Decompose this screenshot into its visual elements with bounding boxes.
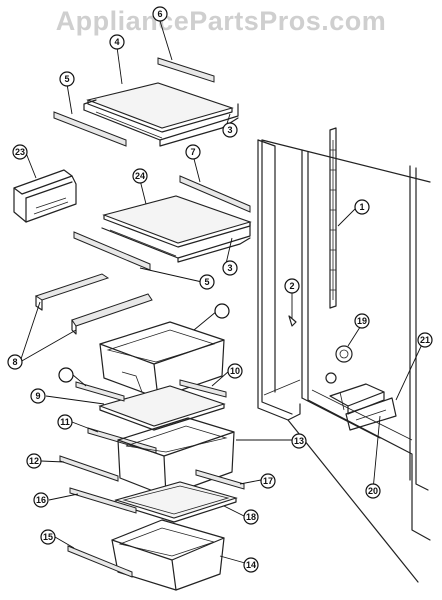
svg-text:8: 8 (12, 357, 17, 367)
bracket-21 (13, 169, 77, 223)
callout-9: 10 (227, 363, 243, 379)
svg-text:5: 5 (64, 74, 69, 84)
callout-21: 23 (12, 144, 28, 160)
shelf-22 (101, 195, 252, 263)
svg-text:15: 15 (43, 532, 53, 542)
callout-12: 13 (291, 433, 307, 449)
callout-6-mid: 7 (185, 144, 201, 160)
cabinet-interior (257, 127, 431, 583)
svg-text:9: 9 (35, 391, 40, 401)
callout-14: 15 (40, 529, 56, 545)
callout-6-top: 6 (152, 6, 168, 22)
rail-15 (69, 487, 137, 514)
svg-text:2: 2 (289, 281, 294, 291)
callout-4: 4 (109, 34, 125, 50)
callout-5-mid: 5 (199, 274, 215, 290)
drawer-13 (111, 519, 225, 591)
svg-text:19: 19 (357, 316, 367, 326)
callout-3-mid: 3 (222, 260, 238, 276)
svg-text:16: 16 (36, 495, 46, 505)
shelf-rail-6-top (157, 57, 215, 83)
callout-16: 17 (260, 473, 276, 489)
shelf-4 (83, 82, 239, 147)
callout-5-top: 5 (59, 71, 75, 87)
callout-7: 8 (7, 354, 23, 370)
svg-text:10: 10 (230, 366, 240, 376)
svg-text:12: 12 (29, 456, 39, 466)
callout-18: 19 (354, 313, 370, 329)
callout-8: 9 (30, 388, 46, 404)
watermark: AppliancePartsPros.com (55, 6, 387, 36)
crisper-cover-8 (98, 385, 226, 431)
rail-11 (59, 455, 119, 482)
callout-1: 1 (354, 199, 370, 215)
leader-lines (19, 20, 425, 564)
svg-text:24: 24 (135, 171, 145, 181)
callout-23 (214, 303, 230, 319)
callout-15: 16 (33, 492, 49, 508)
svg-text:23: 23 (15, 147, 25, 157)
svg-text:7: 7 (190, 147, 195, 157)
callout-3-top: 3 (222, 122, 238, 138)
rail-9 (179, 379, 227, 398)
shelf-rail-5-top (53, 111, 127, 147)
callout-24 (58, 367, 74, 383)
callout-17: 18 (243, 509, 259, 525)
rail-16 (195, 469, 245, 490)
svg-text:3: 3 (227, 263, 232, 273)
svg-text:18: 18 (246, 512, 256, 522)
svg-text:3: 3 (227, 125, 232, 135)
shelf-rail-6-mid (179, 175, 251, 213)
callout-20: 21 (417, 332, 433, 348)
crisper-pan-17 (114, 481, 238, 523)
svg-text:14: 14 (246, 560, 256, 570)
svg-text:21: 21 (420, 335, 430, 345)
svg-text:20: 20 (368, 486, 378, 496)
svg-text:6: 6 (157, 9, 162, 19)
rail-14 (67, 545, 133, 578)
shelf-rail-5-mid (73, 231, 151, 271)
svg-text:5: 5 (204, 277, 209, 287)
callout-10: 11 (57, 414, 73, 430)
svg-text:4: 4 (114, 37, 119, 47)
svg-text:11: 11 (60, 417, 70, 427)
crisper-slides-7 (34, 273, 153, 335)
callout-11: 12 (26, 453, 42, 469)
rail-24 (75, 381, 125, 402)
callout-13: 14 (243, 557, 259, 573)
svg-text:17: 17 (263, 476, 273, 486)
callout-19: 20 (365, 483, 381, 499)
callout-22: 24 (132, 168, 148, 184)
svg-text:13: 13 (294, 436, 304, 446)
svg-text:1: 1 (359, 202, 364, 212)
callout-2: 2 (284, 278, 300, 294)
